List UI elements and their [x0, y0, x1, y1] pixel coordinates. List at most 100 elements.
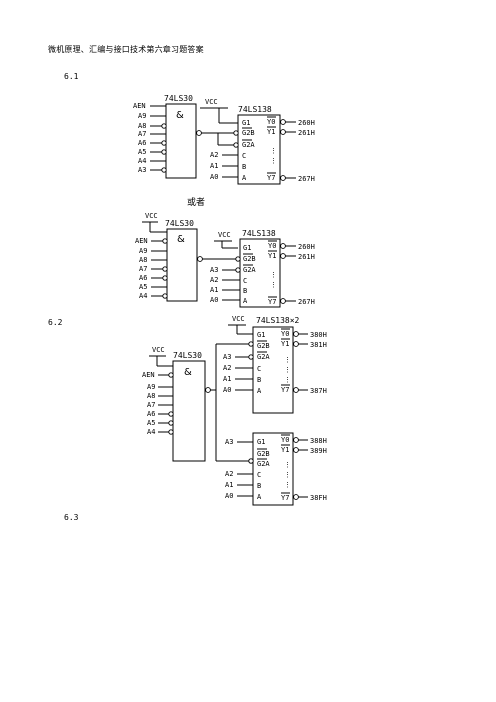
input-label: A5 [147, 419, 155, 427]
output-address-label: 260H [298, 243, 315, 251]
input-label: A4 [139, 292, 147, 300]
pin-g1: G1 [257, 438, 265, 446]
pin-b: B [257, 376, 261, 384]
section-6-2-label: 6.2 [48, 318, 63, 327]
abc-input-label: A1 [223, 375, 231, 383]
output-address-label: 267H [298, 175, 315, 183]
inverter-bubble [161, 140, 167, 146]
input-label: A4 [138, 157, 146, 165]
input-label: A9 [147, 383, 155, 391]
input-label: A8 [147, 392, 155, 400]
pin-bubble [233, 130, 239, 136]
output-address-label: 387H [310, 387, 327, 395]
input-label: A9 [138, 112, 146, 120]
decoder-box [239, 238, 281, 308]
and-symbol: & [176, 110, 184, 121]
pin-y1: Y1 [268, 252, 276, 260]
pin-c: C [243, 277, 247, 285]
output-bubble [293, 331, 299, 337]
input-label: AEN [133, 102, 146, 110]
inverter-bubble [161, 167, 167, 173]
input-label: AEN [142, 371, 155, 379]
pin-bubble [248, 341, 254, 347]
inverter-bubble [162, 266, 168, 272]
pin-a: A [257, 493, 262, 501]
abc-input-label: A0 [225, 492, 233, 500]
pin-y1: Y1 [281, 340, 289, 348]
abc-input-label: A0 [223, 386, 231, 394]
g2a-input-label: A3 [210, 266, 218, 274]
pin-bubble [235, 267, 241, 273]
input-label: A9 [139, 247, 147, 255]
inverter-bubble [162, 275, 168, 281]
inverter-bubble [161, 123, 167, 129]
input-label: A6 [147, 410, 155, 418]
dots: ⋮ [270, 157, 277, 165]
abc-input-label: A1 [210, 286, 218, 294]
pin-y7: Y7 [267, 174, 275, 182]
pin-g2a: G2A [257, 353, 270, 361]
input-label: A6 [139, 274, 147, 282]
pin-g2b: G2B [242, 129, 255, 137]
input-label: A3 [138, 166, 146, 174]
pin-y1: Y1 [267, 128, 275, 136]
vcc-label: VCC [205, 98, 218, 106]
dots: ⋮ [270, 281, 277, 289]
decoder-chip-label: 74LS138×2 [256, 316, 300, 325]
input-label: A6 [138, 139, 146, 147]
pin-bubble [248, 354, 254, 360]
abc-input-label: A2 [210, 276, 218, 284]
pin-g1: G1 [242, 119, 250, 127]
vcc-label: VCC [152, 346, 165, 354]
vcc-label: VCC [232, 315, 245, 323]
input-label: A7 [147, 401, 155, 409]
decoder-chip-label: 74LS138 [242, 229, 276, 238]
or-label: 或者 [187, 196, 205, 208]
inverter-bubble [168, 420, 174, 426]
pin-c: C [242, 152, 246, 160]
output-bubble [293, 447, 299, 453]
pin-bubble [235, 256, 241, 262]
input-label: AEN [135, 237, 148, 245]
dots: ⋮ [270, 271, 277, 279]
nand-gate-box [166, 228, 198, 302]
decoder-chip-label: 74LS138 [238, 105, 272, 114]
abc-input-label: A2 [210, 151, 218, 159]
output-address-label: 261H [298, 129, 315, 137]
pin-g1: G1 [243, 244, 251, 252]
nand-inputs: AEN A9 A8 A7 A6 A5 A4 A3 [133, 102, 167, 174]
page-title: 微机原理、汇编与接口技术第六章习题答案 [48, 45, 204, 54]
input-label: A4 [147, 428, 155, 436]
input-label: A5 [138, 148, 146, 156]
nand-output-bubble [205, 387, 211, 393]
g2a-input-label: A3 [223, 353, 231, 361]
abc-input-label: A0 [210, 173, 218, 181]
input-label: A8 [138, 122, 146, 130]
output-address-label: 260H [298, 119, 315, 127]
dots: ⋮ [284, 481, 291, 489]
dots: ⋮ [284, 471, 291, 479]
pin-bubble [248, 458, 254, 464]
abc-input-label: A0 [210, 296, 218, 304]
pin-y7: Y7 [281, 494, 289, 502]
dots: ⋮ [284, 356, 291, 364]
output-bubble [293, 341, 299, 347]
abc-input-label: A1 [210, 162, 218, 170]
pin-b: B [257, 482, 261, 490]
section-6-1-label: 6.1 [64, 72, 79, 81]
output-bubble [293, 387, 299, 393]
pin-y0: Y0 [268, 242, 276, 250]
abc-input-label: A1 [225, 481, 233, 489]
inverter-bubble [162, 238, 168, 244]
nand-inputs: AEN A9 A8 A7 A6 A5 A4 [135, 237, 168, 300]
inverter-bubble [162, 293, 168, 299]
pin-c: C [257, 365, 261, 373]
pin-a: A [243, 297, 248, 305]
g1-input-label: A3 [225, 438, 233, 446]
output-bubble [293, 494, 299, 500]
output-bubble [293, 437, 299, 443]
pin-g2a: G2A [242, 141, 255, 149]
